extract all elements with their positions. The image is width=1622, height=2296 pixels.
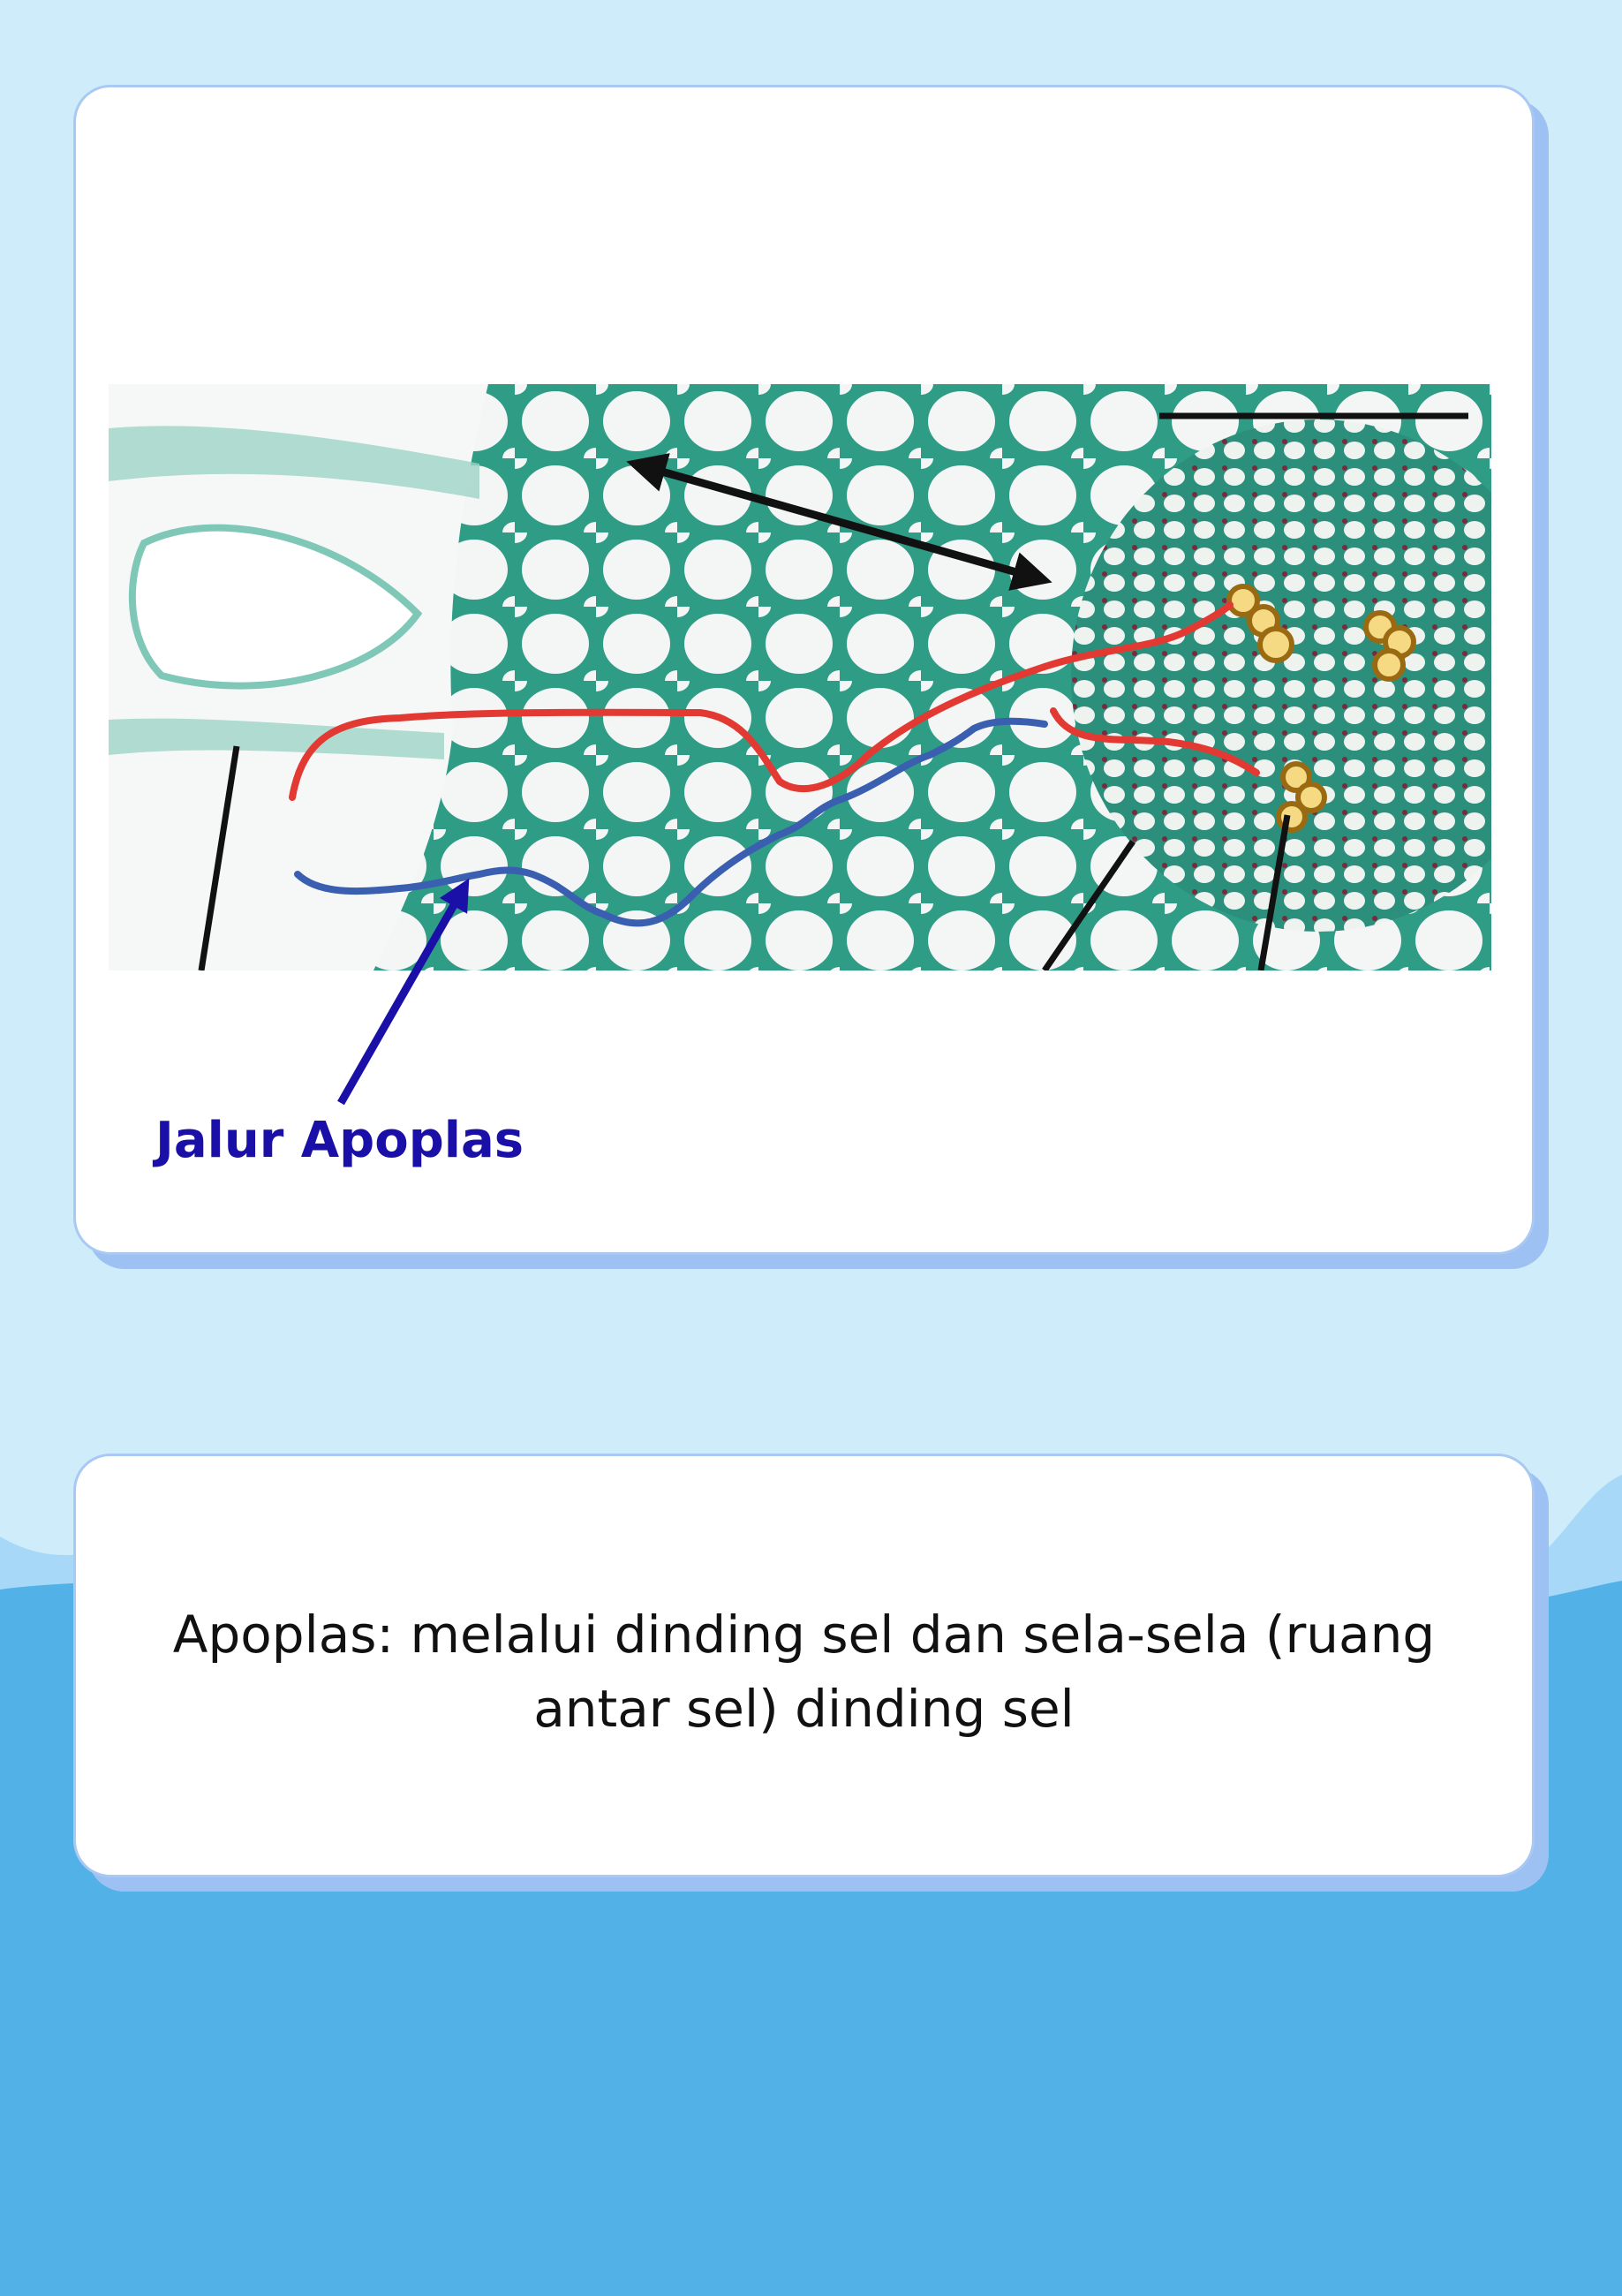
figure-card: Jalur Apoplas (73, 85, 1535, 1255)
root-cross-section-micrograph (109, 384, 1491, 971)
description-text: Apoplas: melalui dinding sel dan sela-se… (172, 1605, 1436, 1739)
description-card: Apoplas: melalui dinding sel dan sela-se… (73, 1454, 1535, 1877)
figure-label: Jalur Apoplas (155, 1112, 524, 1169)
symplast-path (289, 601, 1233, 801)
